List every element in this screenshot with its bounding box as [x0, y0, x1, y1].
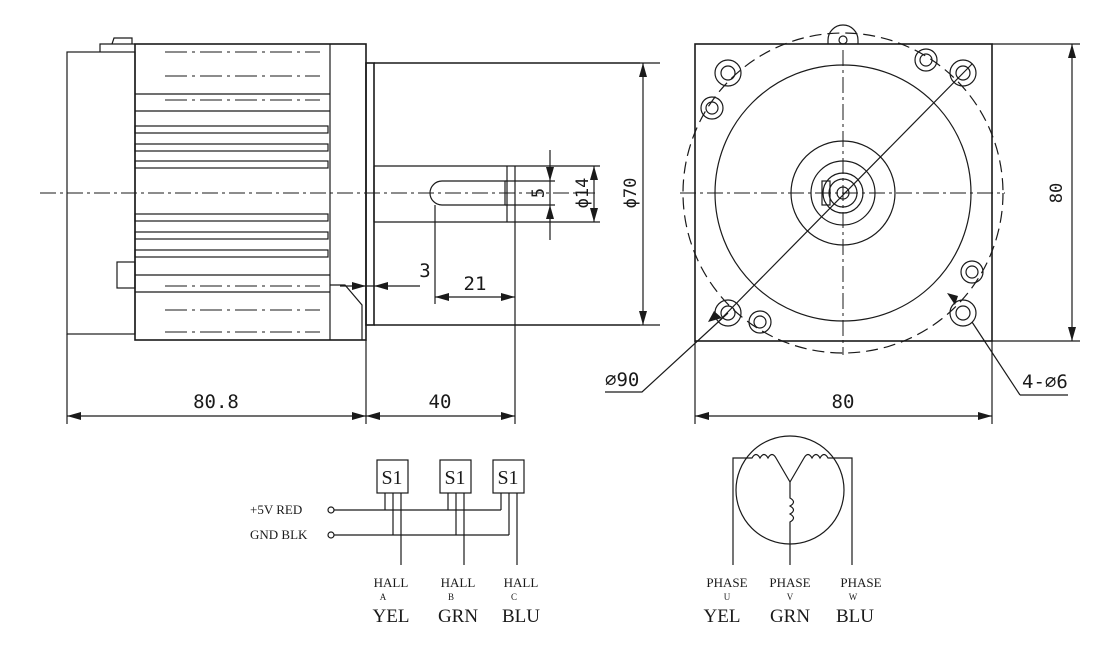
hall-c-color: BLU — [502, 606, 540, 627]
dim-key-length: 21 — [464, 273, 487, 295]
hall-b-sub: B — [448, 592, 454, 602]
dim-shaft-diameter: ϕ14 — [573, 178, 593, 209]
phase-w-sub: W — [849, 592, 858, 602]
dim-body-length: 80.8 — [193, 391, 239, 413]
supply-label: +5V RED — [250, 502, 302, 517]
phase-v-color: GRN — [770, 606, 810, 627]
phase-v-name: PHASE — [769, 575, 810, 590]
hall-b-name: HALL — [441, 575, 476, 590]
phase-v-sub: V — [787, 592, 794, 602]
dim-flange-width: 80 — [832, 391, 855, 413]
dim-flange-height: 80 — [1047, 183, 1067, 203]
dim-mounting-holes: 4-⌀6 — [1022, 371, 1068, 393]
phase-w-name: PHASE — [840, 575, 881, 590]
phase-u-sub: U — [724, 592, 731, 602]
hall-c-name: HALL — [504, 575, 539, 590]
hall-a-name: HALL — [374, 575, 409, 590]
dim-key-offset: 3 — [419, 260, 430, 282]
ground-label: GND BLK — [250, 527, 308, 542]
motor-front-view — [680, 24, 1021, 396]
hall-sensor-b-label: S1 — [444, 467, 465, 489]
dim-shaft-length: 40 — [429, 391, 452, 413]
phase-w-color: BLU — [836, 606, 874, 627]
hall-sensor-wiring: S1 S1 S1 +5V RED GND BLK HALL A YEL HALL… — [250, 459, 540, 627]
phase-u-color: YEL — [704, 606, 741, 627]
dim-key-width: 5 — [529, 188, 549, 198]
winding-diagram: PHASE U YEL PHASE V GRN PHASE W BLU — [704, 435, 882, 627]
hall-a-color: YEL — [373, 606, 410, 627]
hall-b-color: GRN — [438, 606, 478, 627]
hall-sensor-a-label: S1 — [381, 467, 402, 489]
hall-c-sub: C — [511, 592, 517, 602]
hall-a-sub: A — [380, 592, 387, 602]
dim-pilot-diameter: ϕ70 — [621, 178, 641, 209]
dim-bolt-circle: ⌀90 — [605, 369, 639, 391]
motor-side-view — [40, 37, 640, 341]
hall-sensor-c-label: S1 — [497, 467, 518, 489]
front-view-dimensions: 80 80 ⌀90 4-⌀6 — [605, 43, 1080, 424]
side-view-dimensions: 80.8 40 3 21 5 ϕ14 ϕ70 — [66, 62, 660, 424]
phase-u-name: PHASE — [706, 575, 747, 590]
